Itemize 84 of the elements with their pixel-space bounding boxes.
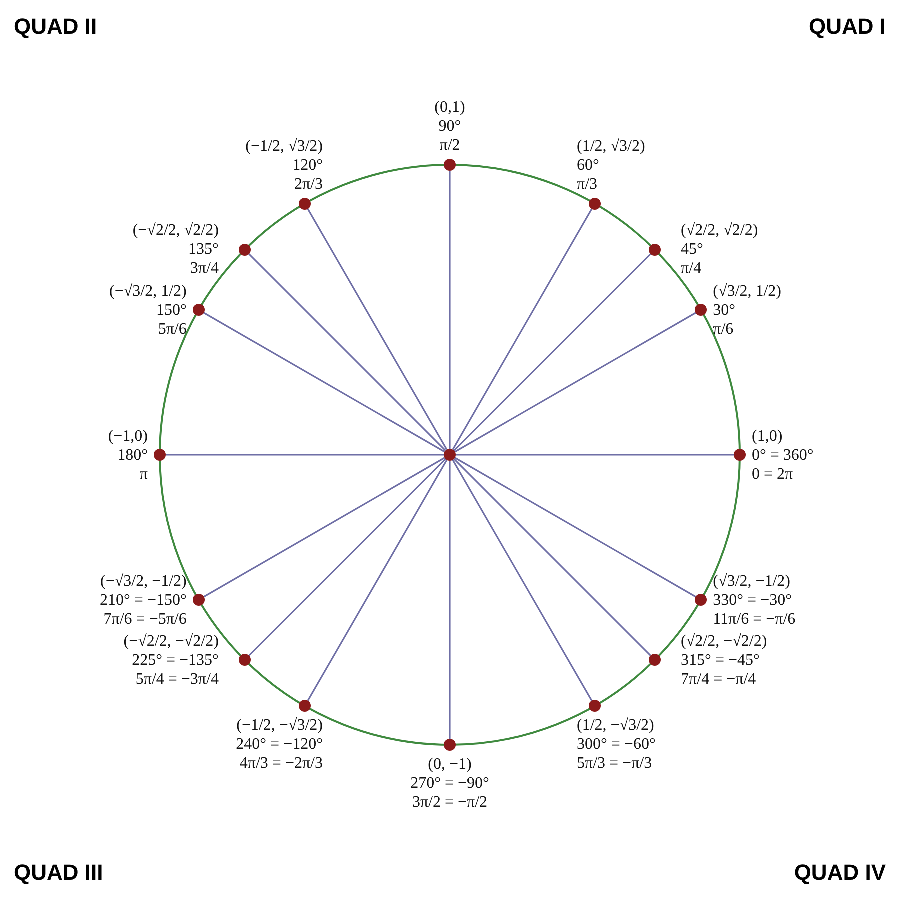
degree-label: 90° [438,117,462,136]
quadrant-label: QUAD III [14,860,104,886]
radian-label: 3π/4 [189,259,219,278]
degree-label: 300° = −60° [577,735,656,754]
coordinate-label: (0,1) [434,98,466,117]
coordinate-label: (−1/2, −√3/2) [236,716,323,736]
radius-line [307,208,448,450]
degree-label: 330° = −30° [713,590,793,610]
coordinate-label: (−√3/2, −1/2) [100,572,187,590]
coordinate-label: (0, −1) [427,755,473,774]
radian-label: 3π/2 = −π/2 [411,793,489,812]
coordinate-label: (√2/2, −√2/2) [681,632,768,651]
radius-line [204,457,446,598]
coordinate-label: (√3/2, 1/2) [713,282,782,300]
radius-line [166,454,444,456]
coordinate-label: (−√3/2, 1/2) [110,282,187,300]
point-marker [589,198,601,210]
radian-label: 7π/6 = −5π/6 [102,610,187,628]
degree-label: 225° = −135° [131,650,219,670]
quadrant-label: QUAD IV [794,860,886,886]
degree-label: 60° [577,156,600,175]
radian-label: 0 = 2π [752,464,794,484]
radian-label: 7π/4 = −π/4 [681,670,758,689]
quadrant-label: QUAD I [809,14,886,40]
radius-line [449,171,451,449]
degree-label: 30° [713,300,737,320]
radius-line [452,460,593,702]
degree-label: 135° [188,240,219,260]
coordinate-label: (−√2/2, √2/2) [132,221,219,240]
degree-label: 315° = −45° [681,650,761,670]
point-marker [299,198,311,210]
radius-line [248,458,446,656]
coordinate-label: (1/2, √3/2) [577,136,646,156]
point-marker [734,449,746,461]
point-marker [649,244,662,256]
radius-line [454,457,696,598]
point-marker [299,700,311,712]
coordinate-label: (−1/2, √3/2) [246,136,323,156]
radian-label: π/2 [438,136,462,155]
radius-line [204,312,446,453]
coordinate-label: (−1,0) [108,426,148,446]
radius-line [449,461,451,739]
degree-label: 210° = −150° [100,590,187,610]
degree-label: 120° [292,156,323,175]
point-marker [695,304,708,316]
radian-label: 5π/4 = −3π/4 [134,670,219,689]
point-marker [695,594,708,606]
radius-line [452,208,593,450]
radius-line [307,460,448,702]
radian-label: π/3 [577,174,599,194]
radian-label: 5π/6 [157,320,187,338]
degree-label: 270° = −90° [410,774,490,793]
radian-label: 5π/3 = −π/3 [577,754,654,774]
radian-label: 2π/3 [293,174,323,194]
coordinate-label: (√2/2, √2/2) [681,221,758,240]
coordinate-label: (1,0) [752,426,784,446]
radius-line [456,454,734,456]
point-marker [192,594,205,606]
quadrant-label: QUAD II [14,14,98,40]
radius-line [248,254,446,452]
radian-label: π/6 [713,320,735,338]
radius-line [454,254,652,452]
point-marker [589,700,601,712]
point-marker [238,244,251,256]
point-marker [238,654,251,666]
degree-label: 45° [681,240,704,260]
radius-line [454,312,696,453]
radian-label: 11π/6 = −π/6 [713,610,796,628]
degree-label: 180° [116,446,148,464]
degree-label: 150° [155,300,187,320]
radian-label: π/4 [681,259,703,278]
coordinate-label: (√3/2, −1/2) [713,572,792,590]
radian-label: 4π/3 = −2π/3 [238,754,323,774]
coordinate-label: (−√2/2, −√2/2) [124,632,219,651]
degree-label: 240° = −120° [236,735,323,754]
point-marker [444,159,456,171]
radius-line [454,458,652,656]
point-marker [154,449,166,461]
point-marker [444,739,456,751]
point-marker [192,304,205,316]
radian-label: π [138,464,148,484]
degree-label: 0° = 360° [752,446,814,464]
point-marker [649,654,662,666]
coordinate-label: (1/2, −√3/2) [577,716,656,736]
